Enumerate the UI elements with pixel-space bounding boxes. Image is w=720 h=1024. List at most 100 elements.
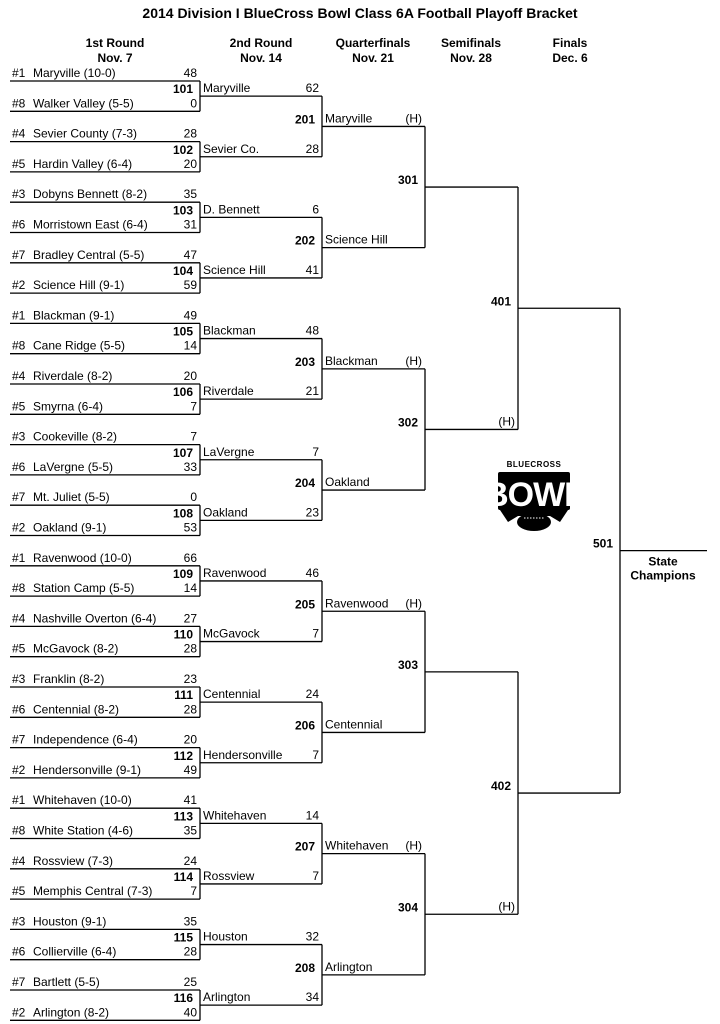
team-score: 28 xyxy=(184,945,198,959)
team-seed: #3 xyxy=(12,187,26,201)
round-name: 2nd Round xyxy=(230,36,293,50)
game-number: 402 xyxy=(491,779,511,793)
team-name: Arlington (8-2) xyxy=(33,1005,109,1019)
team-score: (H) xyxy=(405,354,422,368)
team-score: 7 xyxy=(312,445,319,459)
team-score: 49 xyxy=(184,763,198,777)
team-name: Hardin Valley (6-4) xyxy=(33,157,132,171)
team-name: Dobyns Bennett (8-2) xyxy=(33,187,147,201)
team-seed: #7 xyxy=(12,733,26,747)
team-name: Maryville xyxy=(203,81,251,95)
game-number: 106 xyxy=(173,385,193,399)
team-seed: #5 xyxy=(12,157,26,171)
champion-label: Champions xyxy=(630,569,696,583)
game-number: 110 xyxy=(174,628,194,642)
game-number: 105 xyxy=(173,325,193,339)
team-score: 0 xyxy=(190,490,197,504)
team-score: 14 xyxy=(306,808,320,822)
team-score: 28 xyxy=(306,142,320,156)
team-seed: #2 xyxy=(12,521,26,535)
team-seed: #2 xyxy=(12,278,26,292)
game-number: 206 xyxy=(295,718,315,732)
round-name: Finals xyxy=(553,36,588,50)
team-seed: #5 xyxy=(12,399,26,413)
team-score: 66 xyxy=(184,551,198,565)
team-name: Bartlett (5-5) xyxy=(33,975,100,989)
team-seed: #6 xyxy=(12,945,26,959)
team-score: 47 xyxy=(184,248,198,262)
team-name: Rossview (7-3) xyxy=(33,854,113,868)
team-seed: #8 xyxy=(12,824,26,838)
round-date: Nov. 14 xyxy=(240,51,282,65)
team-name: Maryville (10-0) xyxy=(33,66,116,80)
game-number: 111 xyxy=(174,688,193,702)
team-name: Houston (9-1) xyxy=(33,914,106,928)
team-seed: #3 xyxy=(12,672,26,686)
game-number: 207 xyxy=(295,840,315,854)
team-seed: #8 xyxy=(12,96,26,110)
svg-text:BOWL: BOWL xyxy=(484,476,584,514)
team-score: 7 xyxy=(190,399,197,413)
team-score: (H) xyxy=(498,414,515,428)
team-seed: #4 xyxy=(12,611,26,625)
team-name: Cane Ridge (5-5) xyxy=(33,339,125,353)
game-number: 114 xyxy=(174,870,194,884)
team-name: Riverdale xyxy=(203,384,254,398)
team-name: McGavock (8-2) xyxy=(33,642,118,656)
team-name: Blackman (9-1) xyxy=(33,308,114,322)
team-score: 20 xyxy=(184,157,198,171)
team-name: Ravenwood (10-0) xyxy=(33,551,132,565)
team-name: Blackman xyxy=(325,354,378,368)
team-score: 23 xyxy=(306,505,320,519)
team-score: 7 xyxy=(312,869,319,883)
team-score: 62 xyxy=(306,81,320,95)
team-name: Whitehaven xyxy=(325,839,388,853)
team-score: 41 xyxy=(184,793,198,807)
round-date: Nov. 21 xyxy=(352,51,394,65)
team-name: Mt. Juliet (5-5) xyxy=(33,490,110,504)
team-name: Hendersonville xyxy=(203,748,283,762)
game-number: 102 xyxy=(173,143,193,157)
team-name: Whitehaven (10-0) xyxy=(33,793,132,807)
team-name: Centennial xyxy=(325,717,382,731)
team-seed: #6 xyxy=(12,218,26,232)
game-number: 202 xyxy=(295,234,315,248)
team-score: 28 xyxy=(184,127,198,141)
team-score: 35 xyxy=(184,187,198,201)
team-name: Walker Valley (5-5) xyxy=(33,96,134,110)
team-seed: #6 xyxy=(12,460,26,474)
team-score: 20 xyxy=(184,369,198,383)
team-name: Science Hill xyxy=(325,233,388,247)
team-score: 6 xyxy=(312,202,319,216)
game-number: 104 xyxy=(173,264,193,278)
team-seed: #7 xyxy=(12,975,26,989)
team-name: Whitehaven xyxy=(203,808,266,822)
team-seed: #7 xyxy=(12,248,26,262)
team-score: (H) xyxy=(405,839,422,853)
round-name: 1st Round xyxy=(86,36,145,50)
game-number: 201 xyxy=(295,112,315,126)
game-number: 501 xyxy=(593,537,613,551)
team-score: 20 xyxy=(184,733,198,747)
game-number: 208 xyxy=(295,961,315,975)
team-score: 14 xyxy=(184,581,198,595)
team-score: 14 xyxy=(184,339,198,353)
team-name: Collierville (6-4) xyxy=(33,945,116,959)
team-name: Rossview xyxy=(203,869,255,883)
game-number: 401 xyxy=(491,294,511,308)
team-score: 7 xyxy=(312,627,319,641)
team-name: Ravenwood xyxy=(325,596,388,610)
bracket-lines xyxy=(10,80,707,1021)
team-score: 59 xyxy=(184,278,198,292)
team-score: 35 xyxy=(184,914,198,928)
team-name: Centennial xyxy=(203,687,260,701)
team-seed: #4 xyxy=(12,369,26,383)
team-name: Centennial (8-2) xyxy=(33,702,119,716)
team-seed: #5 xyxy=(12,884,26,898)
team-score: 24 xyxy=(306,687,320,701)
team-seed: #3 xyxy=(12,914,26,928)
team-name: White Station (4-6) xyxy=(33,824,133,838)
team-score: 24 xyxy=(184,854,198,868)
